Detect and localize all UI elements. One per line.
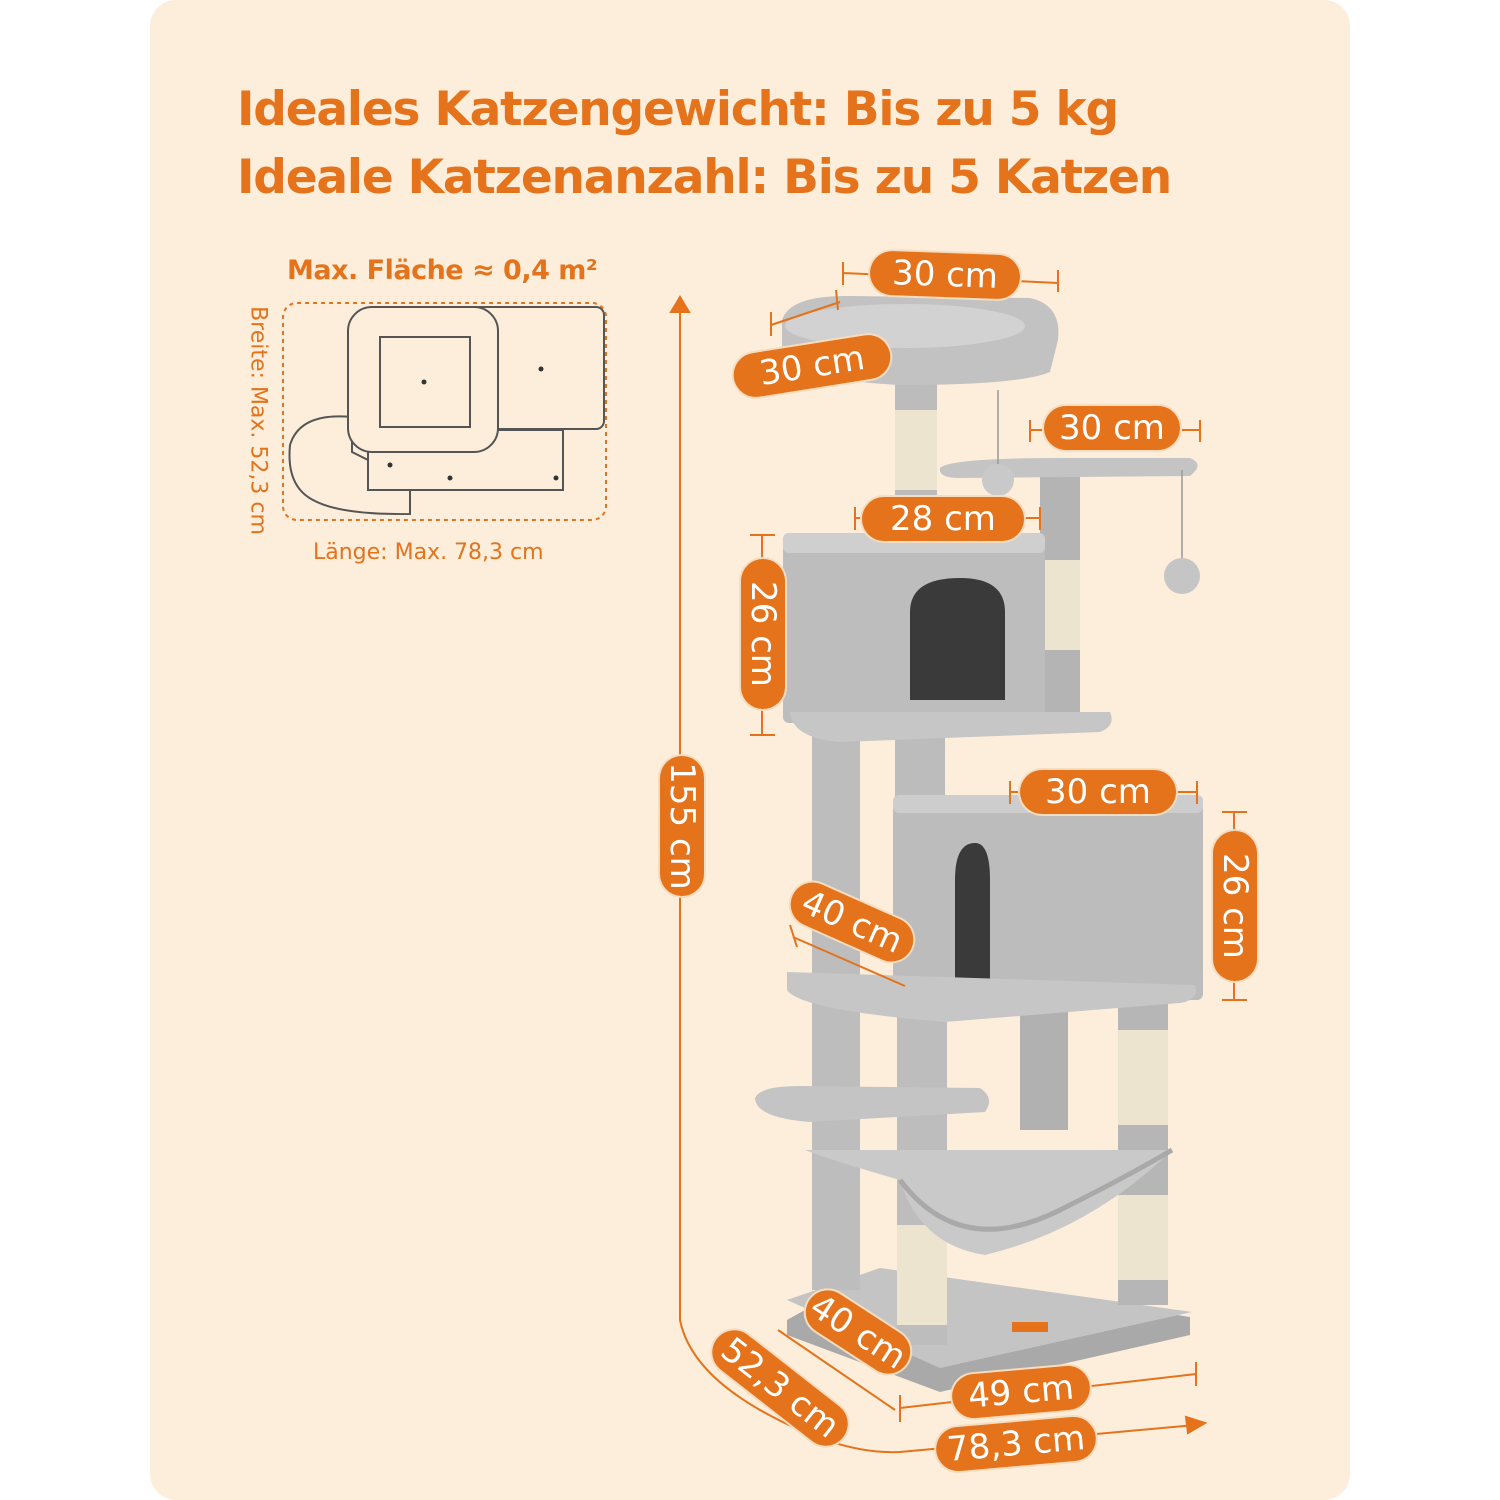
floor-length-label: Länge: Max. 78,3 cm [313, 540, 544, 565]
height-dimension-line [669, 295, 1208, 1454]
upper-condo-width-label: 28 cm [862, 497, 1024, 541]
lower-condo-height-label: 26 cm [1213, 831, 1257, 981]
floor-area-title: Max. Fläche ≈ 0,4 m² [287, 255, 598, 286]
cat-tree [755, 295, 1203, 1392]
cat-count-headline: Ideale Katzenanzahl: Bis zu 5 Katzen [237, 150, 1172, 205]
lower-condo-width-label: 30 cm [1020, 770, 1176, 814]
cat-weight-headline: Ideales Katzengewicht: Bis zu 5 kg [237, 82, 1119, 137]
floor-plan-diagram [282, 302, 607, 521]
platform-width-label: 30 cm [1044, 406, 1180, 450]
upper-condo-height-label: 26 cm [741, 559, 785, 709]
top-width-label: 30 cm [869, 250, 1021, 300]
total-height-label: 155 cm [660, 756, 704, 896]
dimension-ticks [750, 262, 1247, 1422]
